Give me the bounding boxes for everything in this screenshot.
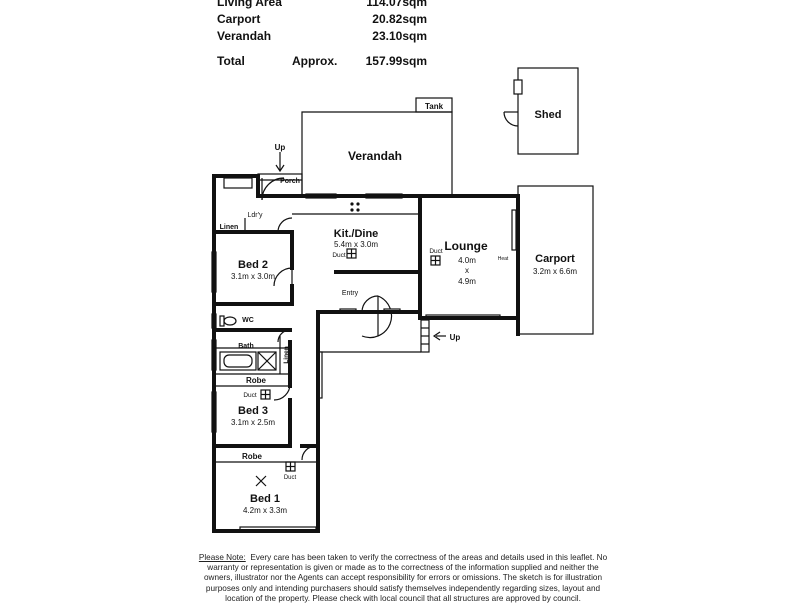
window-lounge-side [511, 209, 517, 251]
wall-laundry-north [212, 174, 260, 198]
area-label: Total [217, 54, 245, 68]
shed-outline [517, 67, 579, 155]
cooktop-burner [350, 208, 354, 212]
cooktop-burner [356, 208, 360, 212]
label-lounge-duct: Duct [429, 248, 443, 255]
label-shed: Shed [535, 109, 562, 121]
cooktop-burner [350, 202, 354, 206]
label-kitdine: Kit./Dine [334, 228, 379, 240]
plan-lines [211, 67, 594, 532]
shower-x [257, 351, 277, 371]
shed-door-swing [503, 111, 519, 127]
bath-tub [219, 351, 257, 371]
label-wc: WC [242, 317, 254, 324]
area-row-total: Total Approx. 157.99sqm [217, 54, 427, 71]
label-carport: Carport [535, 253, 575, 265]
label-up-top: Up [275, 143, 286, 152]
label-bed1-dims: 4.2m x 3.3m [243, 506, 287, 515]
wall-lounge-east [418, 194, 520, 336]
disclaimer-body: Every care has been taken to verify the … [203, 553, 608, 603]
area-value: 23.10sqm [372, 29, 427, 43]
label-duct-bed1: Duct [284, 475, 297, 481]
area-row-living: Living Area 114.07sqm [217, 0, 427, 12]
label-bed2: Bed 2 [238, 259, 268, 271]
label-linen-2: Linen [283, 346, 290, 363]
label-lounge-dim2: 4.9m [458, 277, 476, 286]
verandah-outline [301, 111, 453, 196]
label-bed1: Bed 1 [250, 493, 280, 505]
area-value: 20.82sqm [372, 12, 427, 26]
area-label: Verandah [217, 29, 272, 43]
wall-bed2-bottom [212, 284, 294, 306]
label-robe-1: Robe [246, 376, 267, 385]
label-bed3: Bed 3 [238, 405, 268, 417]
shed-window [513, 79, 523, 95]
disclaimer: Please Note: Every care has been taken t… [198, 553, 608, 604]
ceiling-fan [255, 475, 267, 487]
toilet-cistern [219, 315, 225, 327]
label-verandah: Verandah [348, 149, 402, 163]
label-kitdine-duct: Duct [332, 252, 346, 259]
area-label: Carport [217, 12, 261, 26]
toilet [223, 316, 237, 326]
label-bed3-dims: 3.1m x 2.5m [231, 418, 275, 427]
label-tank: Tank [425, 102, 444, 111]
area-label: Living Area [217, 0, 282, 9]
laundry-trough [223, 177, 253, 189]
label-laundry: Ldr'y [248, 212, 263, 219]
label-duct-bed3: Duct [243, 392, 257, 399]
label-entry: Entry [342, 290, 359, 297]
entry-door-swing-a [361, 295, 379, 313]
label-lounge: Lounge [444, 239, 488, 253]
label-bed2-dims: 3.1m x 3.0m [231, 272, 275, 281]
laundry-door-swing [277, 217, 293, 233]
label-lounge-x: x [465, 266, 469, 275]
bath-basin [223, 354, 253, 368]
main-walls [212, 174, 520, 533]
label-kitdine-dims: 5.4m x 3.0m [334, 240, 378, 249]
label-heat: Heat [498, 256, 509, 262]
label-carport-dims: 3.2m x 6.6m [533, 267, 577, 276]
area-schedule: Living Area 114.07sqm Carport 20.82sqm V… [217, 0, 427, 71]
wall-bed2-top [212, 230, 294, 270]
area-value: 157.99sqm [365, 54, 427, 68]
area-row-verandah: Verandah 23.10sqm [217, 29, 427, 46]
label-porch: Porch [280, 178, 300, 185]
label-up-bottom: Up [450, 333, 461, 342]
label-linen-1: Linen [220, 224, 239, 231]
label-robe-2: Robe [242, 452, 263, 461]
shower [257, 351, 277, 371]
up-arrow-top-head [275, 164, 285, 173]
wall-bed3-bottom [212, 398, 292, 448]
label-bath: Bath [238, 343, 254, 350]
area-approx: Approx. [292, 54, 338, 68]
area-row-carport: Carport 20.82sqm [217, 12, 427, 29]
bed1-door-swing [301, 445, 317, 461]
label-lounge-dim1: 4.0m [458, 256, 476, 265]
cooktop-burner [356, 202, 360, 206]
wall-bed-wing [212, 174, 320, 533]
room-labels: Tank Shed Verandah Up Porch Ldr'y Linen … [220, 102, 578, 515]
cooktop [350, 202, 360, 212]
wall-lounge [418, 198, 520, 320]
up-arrow-bottom-head [432, 331, 441, 341]
disclaimer-heading: Please Note: [198, 553, 246, 562]
area-value: 114.07sqm [366, 0, 427, 9]
entry-door-swing-b [361, 295, 393, 339]
bed2-door-swing [273, 267, 293, 287]
